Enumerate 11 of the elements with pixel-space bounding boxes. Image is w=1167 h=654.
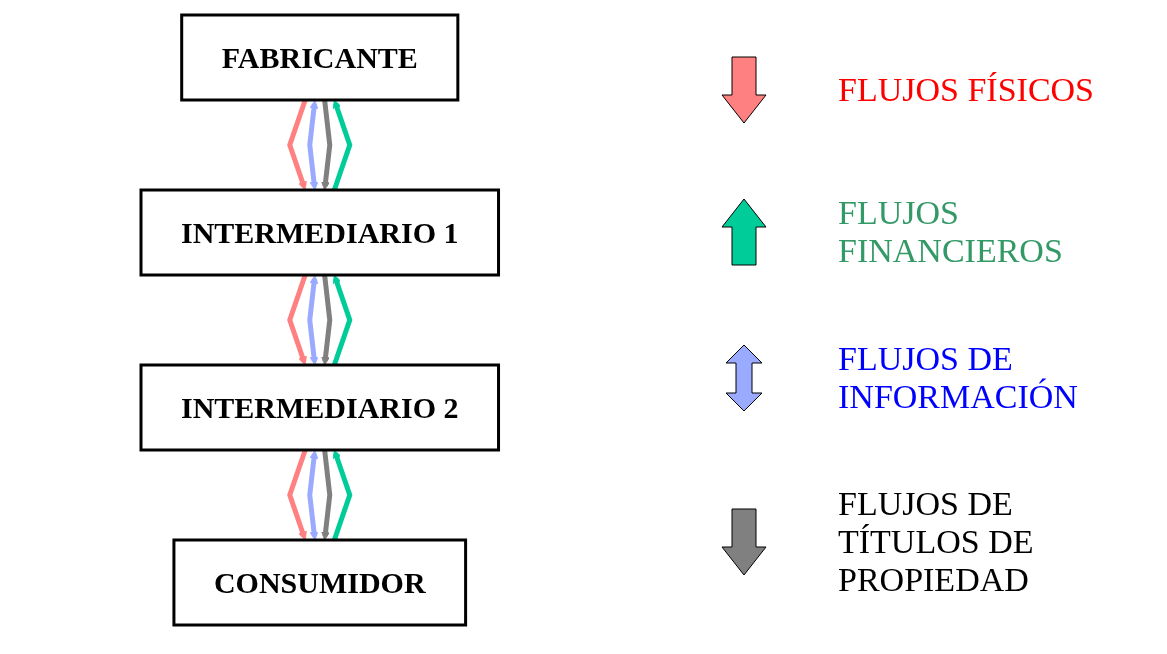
legend-label: FLUJOS FÍSICOS: [838, 70, 1096, 109]
legend-label: FLUJOS FINANCIEROS: [838, 194, 1064, 271]
node-box: INTERMEDIARIO 2: [139, 363, 501, 452]
arrow: [307, 275, 319, 366]
legend-label: FLUJOS DE TÍTULOS DE PROPIEDAD: [838, 485, 1035, 600]
node-box: CONSUMIDOR: [172, 538, 468, 627]
node-box: INTERMEDIARIO 1: [139, 188, 501, 277]
arrow: [307, 450, 319, 541]
legend-label: FLUJOS DE INFORMACIÓN: [838, 339, 1079, 416]
arrow: [307, 100, 319, 191]
node-box: FABRICANTE: [180, 13, 460, 102]
